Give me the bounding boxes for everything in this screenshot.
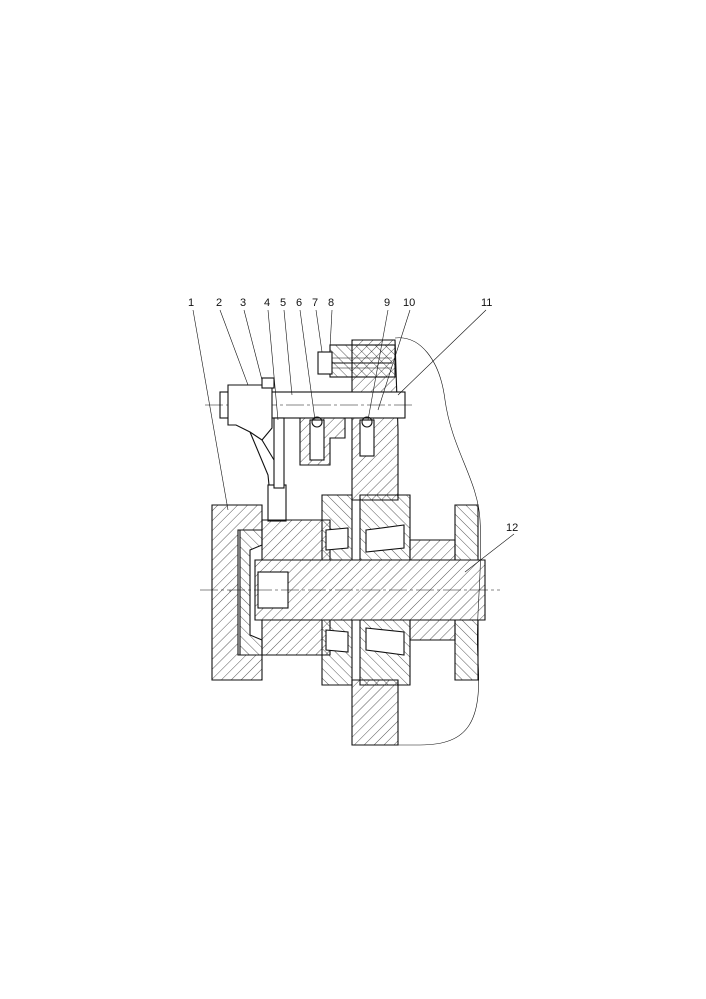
gear-hub-upper (261, 519, 331, 561)
callout-1: 1 (188, 297, 194, 309)
housing-wall (351, 339, 399, 501)
bolt-head (317, 351, 333, 375)
bolt-block (329, 344, 396, 378)
shaft-spacer-lower (409, 619, 456, 641)
roller-upper-left (325, 527, 349, 551)
detent-ball-9 (361, 416, 373, 428)
lever-rod (273, 417, 285, 489)
callout-10: 10 (403, 297, 415, 309)
callout-9: 9 (384, 297, 390, 309)
right-gear-lower (454, 619, 479, 681)
detent-ball-6 (311, 416, 323, 428)
detent-spring-6 (309, 419, 325, 461)
roller-upper-right (365, 524, 405, 553)
right-gear-upper (454, 504, 479, 561)
callout-11: 11 (481, 297, 492, 309)
fork-finger (267, 484, 287, 522)
clutch-sleeve (211, 504, 263, 681)
fork-arm (249, 431, 271, 496)
gear-hub-lower (261, 619, 331, 656)
callout-4: 4 (264, 297, 270, 309)
housing-wall-lower (351, 679, 399, 746)
callout-6: 6 (296, 297, 302, 309)
shaft-spacer-upper (409, 539, 456, 561)
callout-2: 2 (216, 297, 222, 309)
callout-8: 8 (328, 297, 334, 309)
callout-7: 7 (312, 297, 318, 309)
detent-spring-9 (359, 419, 375, 457)
roller-lower-right (365, 627, 405, 656)
callout-5: 5 (280, 297, 286, 309)
shift-fork (227, 384, 273, 441)
callout-3: 3 (240, 297, 246, 309)
leader-lines (192, 309, 515, 573)
fork-screw (261, 377, 275, 389)
callout-12: 12 (506, 522, 518, 534)
roller-lower-left (325, 629, 349, 653)
